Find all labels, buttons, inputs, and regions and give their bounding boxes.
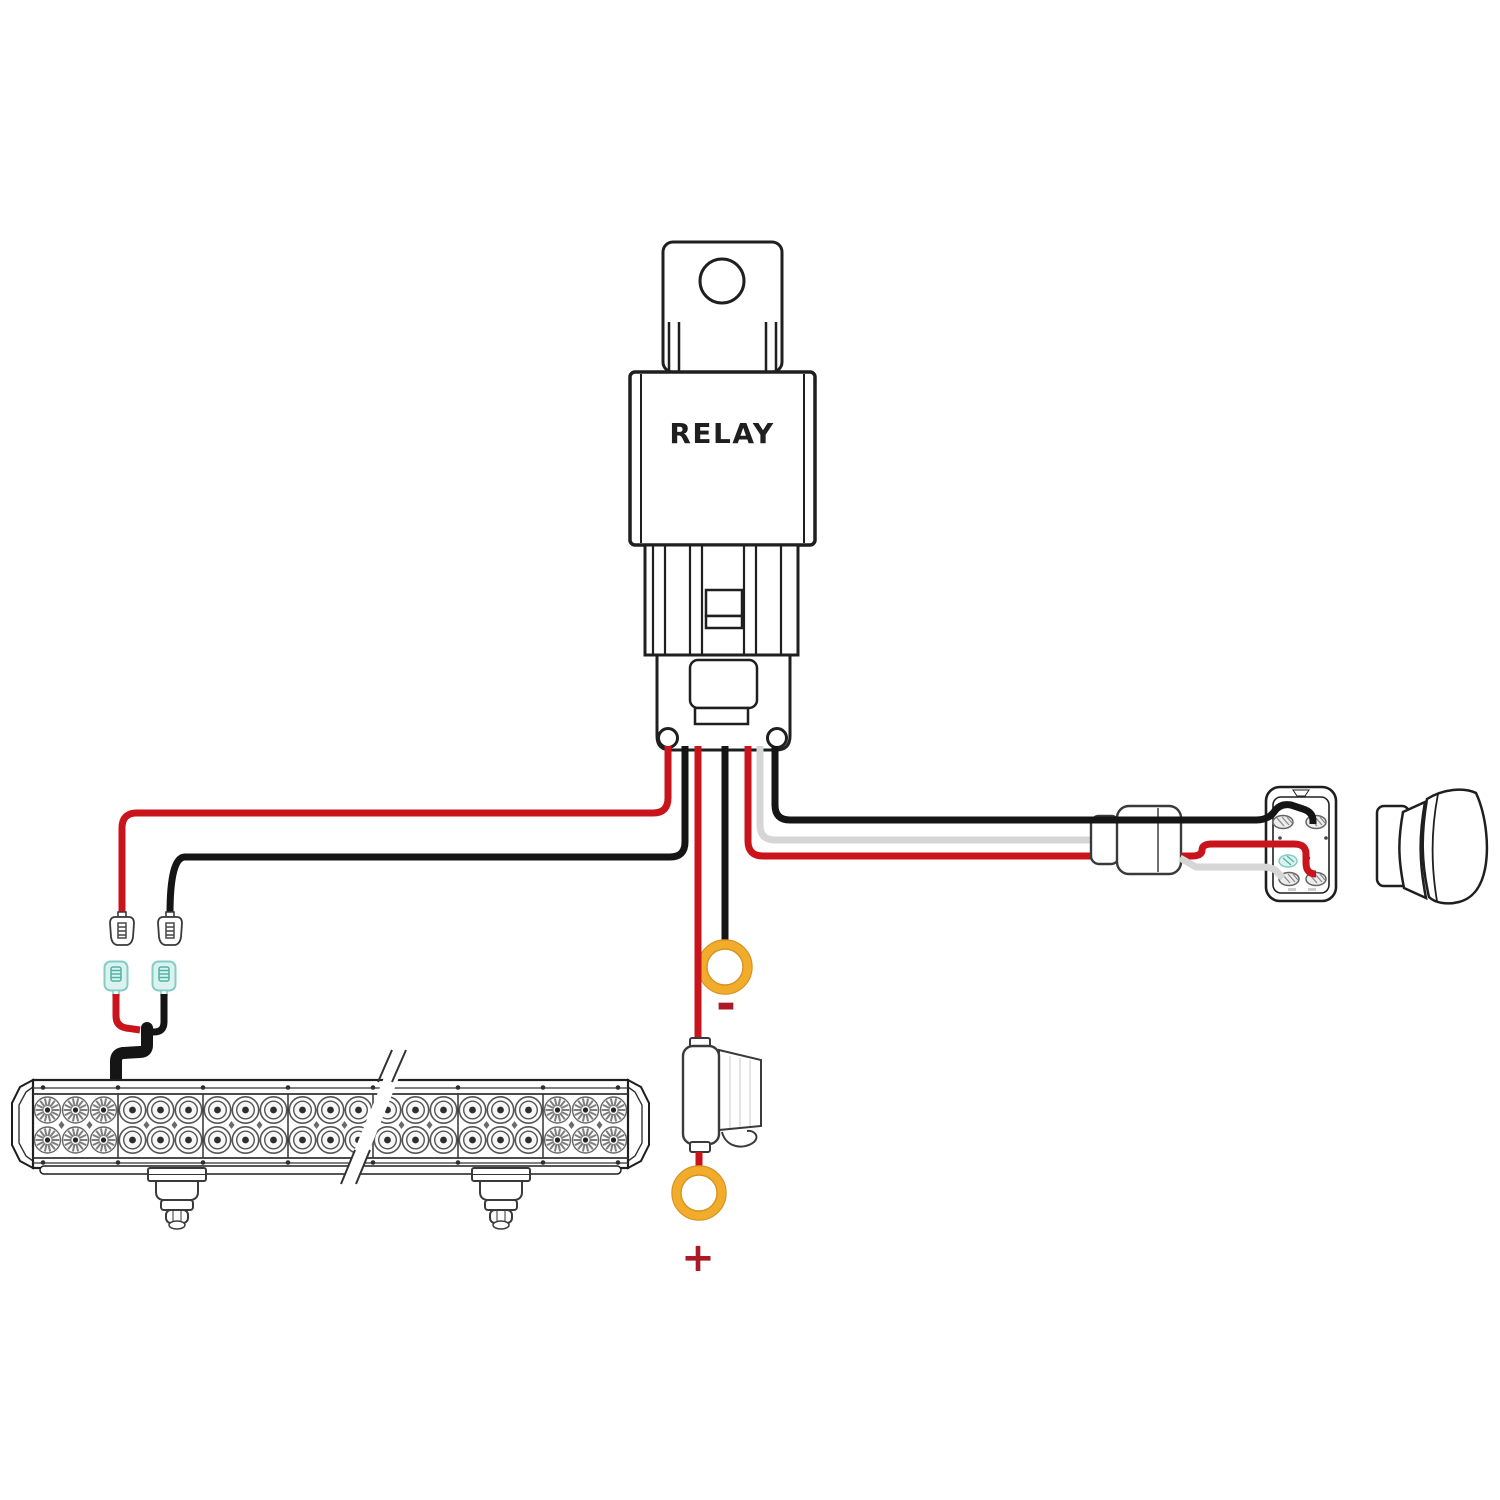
lightbar-endcap-left (11, 1078, 34, 1170)
spade-female-red (103, 960, 129, 997)
lightbar-bottom-lip (39, 1165, 622, 1175)
wire-red-to-switch (744, 746, 1184, 860)
relay-label: RELAY (669, 417, 774, 450)
wire-red-stub (112, 994, 141, 1034)
positive-label: + (681, 1235, 715, 1281)
spade-female-black (151, 960, 177, 997)
fuse-holder-battery (681, 1037, 762, 1153)
wire-black-to-switch (771, 746, 1317, 825)
wire-white-to-switch (756, 746, 1184, 861)
wire-black-stub (146, 994, 168, 1036)
mounting-bracket-left (147, 1167, 207, 1230)
rocker-switch-bezel (1398, 799, 1428, 901)
relay: RELAY (628, 240, 817, 547)
wire-red-to-switch-terminal (1181, 840, 1317, 878)
lightbar-endcap-right (627, 1078, 650, 1170)
wire-black-to-lightbar (166, 746, 689, 915)
rocker-switch-actuator (1421, 788, 1489, 905)
relay-mounting-hole (698, 257, 746, 305)
relay-socket (643, 543, 800, 752)
fuse-holder-clip (721, 1129, 758, 1148)
positive-ring-terminal (672, 1166, 726, 1220)
lightbar-power-cable (110, 1022, 153, 1088)
led-light-bar (11, 1048, 650, 1230)
mounting-bracket-right (471, 1167, 531, 1230)
wire-white-to-switch-terminal (1178, 854, 1286, 881)
spade-male-red (109, 911, 135, 946)
switch-terminal-lamp-teal (1278, 854, 1298, 868)
negative-label: - (716, 976, 736, 1032)
break-tick-marks (340, 1049, 407, 1185)
wire-red-to-lightbar (118, 746, 672, 914)
rocker-switch (1375, 788, 1489, 905)
relay-body (628, 370, 817, 547)
fuse-holder-switch (1089, 804, 1183, 876)
switch-terminal-top-left (1272, 814, 1294, 830)
socket-latch (704, 588, 744, 618)
spade-male-black (157, 911, 183, 946)
lightbar-break-gap (335, 1048, 411, 1198)
